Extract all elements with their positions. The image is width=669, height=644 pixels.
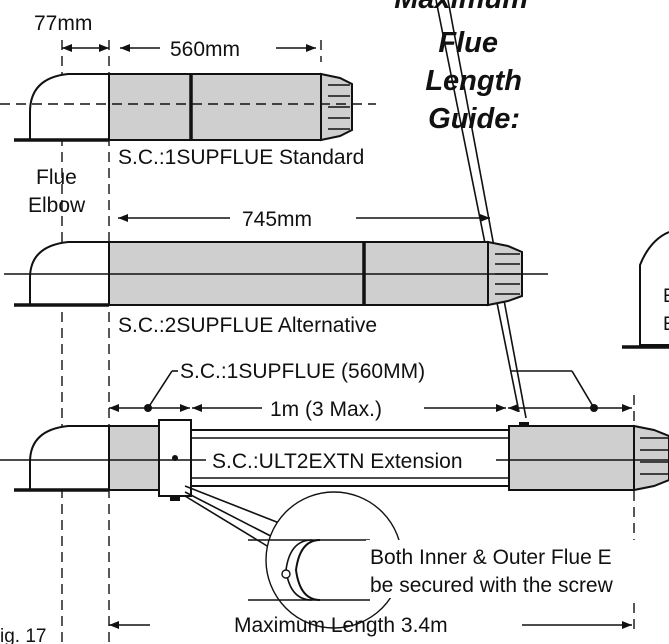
label-extension: S.C.:ULT2EXTN Extension [212,450,463,473]
leader-line-b [447,0,527,419]
arrow-right [496,404,506,412]
fig-label: ig. 17 [0,626,46,644]
dim-745mm: 745mm [242,208,312,231]
flue-terminal-3 [633,424,669,492]
extension-label-bg [206,447,496,473]
note-bg [366,540,669,598]
title-line-3: Length [425,65,522,97]
dim-560mm: 560mm [170,38,240,61]
label-cut-2: E [663,314,669,335]
detail-screw-icon [281,569,291,579]
arrow-left [62,44,72,52]
dim-max-length: Maximum Length 3.4m [234,614,448,637]
flue-pipe-standard [108,73,322,141]
label-elbow: Elbow [28,194,86,217]
arrow-right [99,44,109,52]
arrow-left [120,44,130,52]
arrow-left [118,214,128,222]
label-alternative: S.C.:2SUPFLUE Alternative [118,314,377,337]
arrow-right [622,621,632,629]
callout-left-a [147,370,173,409]
arrow-left [192,404,202,412]
label-supflue-560: S.C.:1SUPFLUE (560MM) [180,360,425,383]
label-flue: Flue [36,166,77,189]
dim-1m: 1m (3 Max.) [270,398,382,421]
title-line-4: Guide: [428,103,520,135]
leader-line-a [435,0,520,413]
magnifier-line-a [184,485,293,529]
arrow-right [480,214,490,222]
partial-elbow-right [639,231,669,346]
flue-elbow-3 [29,425,110,491]
collar-clip [170,496,180,501]
flue-pipe-supflue [508,425,635,491]
arrow-left [109,404,119,412]
label-cut-1: E [663,286,669,307]
title-line-1: Maximum [394,0,528,15]
arrow-left [109,621,119,629]
note-line-1: Both Inner & Outer Flue E [370,546,612,569]
label-standard: S.C.:1SUPFLUE Standard [118,146,364,169]
pipe-clip [519,422,529,427]
flue-elbow-1 [29,73,110,141]
callout-right-b [571,370,595,409]
flue-pipe-short [108,425,160,491]
arrow-right [180,404,190,412]
detail-collar-curve [294,539,321,601]
arrow-left [508,404,518,412]
dim-77mm: 77mm [34,12,92,35]
extension-collar [158,419,192,497]
note-line-2: be secured with the screw [370,574,614,597]
title-line-2: Flue [438,27,498,59]
arrow-right [622,404,632,412]
arrow-right [306,44,316,52]
